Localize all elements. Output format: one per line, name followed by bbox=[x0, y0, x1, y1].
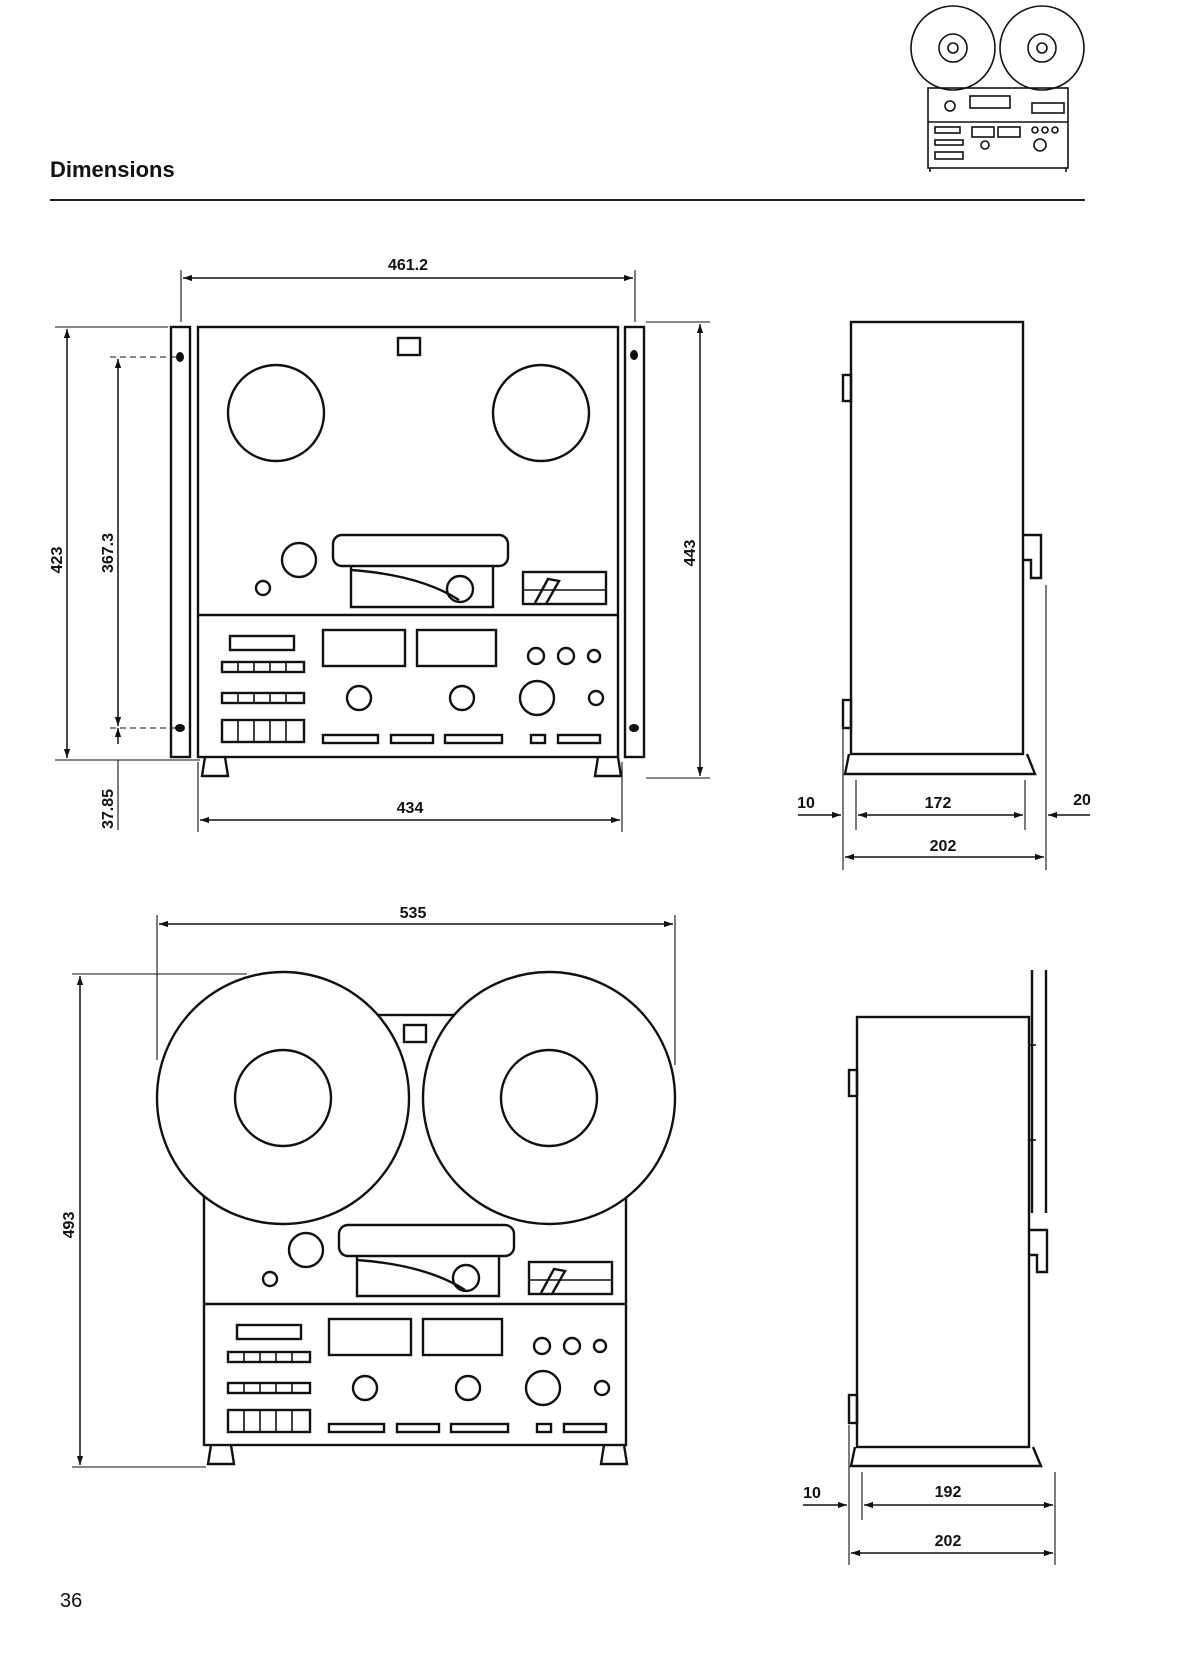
front-view-with-reels: 535 493 bbox=[61, 905, 675, 1467]
dim-rail-hole-spacing: 367.3 bbox=[100, 533, 117, 573]
front-view-without-reels: 461.2 434 423 367.3 37.85 443 bbox=[49, 257, 710, 832]
dim-body-width: 434 bbox=[397, 800, 424, 817]
page-number: 36 bbox=[60, 1590, 82, 1613]
dim-reels-side-body-depth: 192 bbox=[935, 1484, 962, 1501]
dim-foot-offset: 37.85 bbox=[100, 789, 117, 829]
dim-side-rear-offset: 20 bbox=[1073, 792, 1091, 809]
dim-side-front-offset: 10 bbox=[797, 795, 815, 812]
dim-overall-width: 461.2 bbox=[388, 257, 428, 274]
dim-reels-height: 493 bbox=[61, 1212, 78, 1239]
thumbnail-illustration bbox=[911, 6, 1084, 172]
dim-reels-side-total-depth: 202 bbox=[935, 1533, 962, 1550]
dim-height-without-handles: 423 bbox=[49, 547, 66, 574]
side-view-without-reels: 10 172 20 202 bbox=[797, 322, 1091, 870]
dim-height-with-handles: 443 bbox=[682, 540, 699, 567]
side-view-with-reels: 10 192 202 bbox=[803, 970, 1055, 1565]
dim-reels-overall-width: 535 bbox=[400, 905, 427, 922]
dim-side-body-depth: 172 bbox=[925, 795, 952, 812]
dim-reels-side-front-offset: 10 bbox=[803, 1485, 821, 1502]
dim-side-total-depth: 202 bbox=[930, 838, 957, 855]
